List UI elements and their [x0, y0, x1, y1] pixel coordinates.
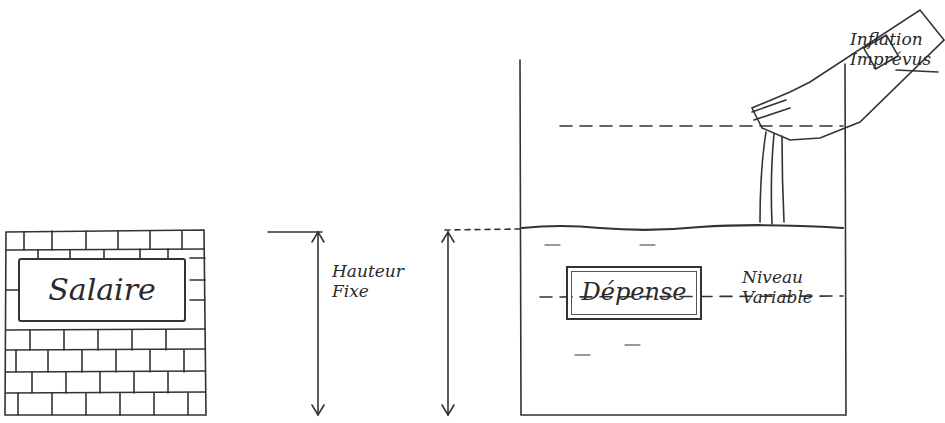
- height-arrow: [268, 229, 520, 415]
- container: [520, 60, 846, 415]
- box-text: Dépense: [582, 279, 687, 307]
- box-text: Salaire: [48, 273, 156, 308]
- level-label: Niveau Variable: [742, 268, 832, 307]
- dimension-label: Hauteur Fixe: [332, 262, 422, 301]
- salary-plaque: Salaire: [18, 258, 186, 322]
- brick-wall: [5, 230, 206, 415]
- bottle: [752, 10, 944, 224]
- expense-box: Dépense: [566, 266, 702, 320]
- note-label: Inflation Imprévus: [850, 30, 942, 69]
